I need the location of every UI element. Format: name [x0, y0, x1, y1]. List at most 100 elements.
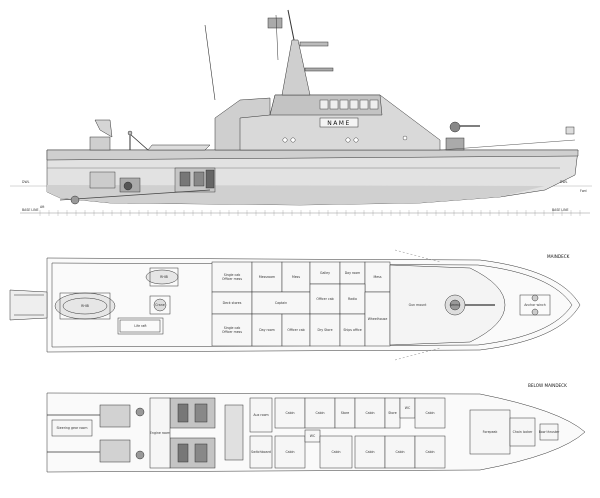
main-deck-room: [211, 313, 253, 347]
crane-base: [153, 298, 167, 312]
waterline-label-left: DWL: [22, 180, 30, 184]
whip-antenna: [204, 24, 216, 101]
main-deck-room: [339, 313, 366, 347]
main-deck-room-label: Wheelhouse: [368, 317, 388, 321]
below-deck-room-label: Bow thruster: [539, 430, 560, 434]
below-deck-room-label: Aux room: [253, 413, 268, 417]
rhib-boat: [147, 144, 211, 151]
below-deck-room-label: Cabin: [331, 450, 340, 454]
main-deck-room-label: Day room: [259, 328, 275, 332]
main-deck-room-label: Radio: [348, 297, 357, 301]
below-deck-room: [384, 435, 416, 469]
main-deck-room-label: Mess: [373, 275, 381, 279]
below-deck-room: [469, 409, 511, 455]
engine-room-machinery: [99, 397, 244, 469]
main-deck-room-label: Single cab: [224, 326, 241, 330]
below-deck-room: [274, 397, 306, 429]
below-deck-room: [414, 397, 446, 429]
main-deck-room-label: Ammo: [450, 303, 460, 307]
below-deck-room-label: Store: [388, 411, 396, 415]
below-deck-room: [539, 423, 559, 441]
name-plate-text: NAME: [327, 120, 351, 127]
mast: [267, 9, 334, 96]
name-plate: [319, 117, 359, 128]
below-deck-room-label: Engine room: [150, 431, 170, 435]
below-deck-room: [51, 419, 93, 437]
main-deck-room: [281, 313, 311, 347]
main-deck-room: [339, 283, 366, 315]
below-deck-room: [319, 435, 353, 469]
wheelhouse-windows: [319, 99, 379, 110]
below-deck-room: [249, 435, 273, 469]
main-deck-inner-line: [51, 262, 573, 348]
below-deck-room-label: Cabin: [425, 450, 434, 454]
below-deck-room: [274, 435, 306, 469]
below-deck-room-label: WC: [405, 406, 411, 410]
main-deck-room-label: Day room: [345, 271, 361, 275]
propeller: [70, 195, 80, 205]
waterline-label-right: DWL: [560, 180, 568, 184]
below-deck-room-label: WC: [310, 434, 316, 438]
baseline-label-left: BASE LINE: [22, 208, 39, 212]
below-deck-room-label: Cabin: [315, 411, 324, 415]
frame-ticks: [39, 210, 581, 216]
main-deck-room-label: Mess: [292, 275, 300, 279]
main-deck-room-label: Crane: [155, 303, 165, 307]
main-deck-room: [364, 261, 391, 293]
main-deck-room: [117, 317, 164, 335]
side-elevation: NAME DWL DWL BASE LINE: [10, 9, 592, 216]
underwater-hull: [47, 185, 545, 205]
main-deck-room-label: Deck stores: [223, 301, 242, 305]
bow-light: [565, 126, 575, 135]
stern-label: Aft: [40, 205, 45, 209]
below-deck-plan: BELOW MAINDECK: [46, 383, 586, 473]
main-deck-rooms: [59, 261, 551, 347]
below-deck-room-label: Forepeak: [483, 430, 498, 434]
main-deck-room: [149, 295, 171, 315]
portholes: [282, 135, 408, 143]
main-deck-room: [364, 291, 391, 347]
main-deck-room-label: Dry Store: [317, 328, 332, 332]
main-deck-room-label: Ships office: [343, 328, 361, 332]
below-deck-room: [414, 435, 446, 469]
main-deck-room-label: Officer cab: [316, 297, 333, 301]
below-deck-room-label: Cabin: [285, 450, 294, 454]
main-deck-room-label: Officer mess: [222, 330, 242, 334]
baseline-label-right: BASE LINE: [552, 208, 569, 212]
below-deck-room-label: Store: [341, 411, 349, 415]
main-deck-room-label: Officer mess: [222, 277, 242, 281]
main-deck-room: [251, 313, 283, 347]
propeller-shaft: [59, 189, 211, 201]
anchor-winch: [531, 294, 539, 302]
bow-label: Fwd: [580, 189, 586, 193]
main-deck-room: [149, 267, 179, 287]
life-raft: [119, 319, 161, 333]
aft-funnel: [94, 119, 113, 138]
main-deck-room: [281, 261, 311, 293]
main-deck-room-label: Galley: [320, 271, 330, 275]
below-deck-room-label: Steering gear room: [57, 426, 88, 430]
below-deck-room-label: Cabin: [395, 450, 404, 454]
below-deck-room: [509, 417, 536, 447]
gun-mount: [445, 121, 480, 151]
main-deck-room: [211, 261, 253, 293]
below-deck-room: [354, 435, 386, 469]
main-deck-room-label: Life raft: [134, 324, 147, 328]
below-deck-room-label: Cabin: [365, 450, 374, 454]
main-deck-room-label: Officer cab: [287, 328, 304, 332]
below-deck-room-label: Cabin: [285, 411, 294, 415]
below-deck-room: [249, 397, 273, 433]
rhib-inner: [62, 297, 108, 315]
flag: [267, 17, 283, 29]
below-deck-rooms: [51, 397, 559, 469]
main-deck-room-label: Captain: [275, 301, 287, 305]
main-deck-room: [309, 283, 341, 315]
main-deck-room: [59, 292, 111, 320]
main-deck-room-label: RHIB: [160, 275, 168, 279]
engine-machinery: [89, 167, 216, 193]
main-deck-title: MAINDECK: [547, 254, 570, 259]
bow-rail: [439, 139, 576, 151]
main-deck-room-label: RHIB: [81, 304, 89, 308]
